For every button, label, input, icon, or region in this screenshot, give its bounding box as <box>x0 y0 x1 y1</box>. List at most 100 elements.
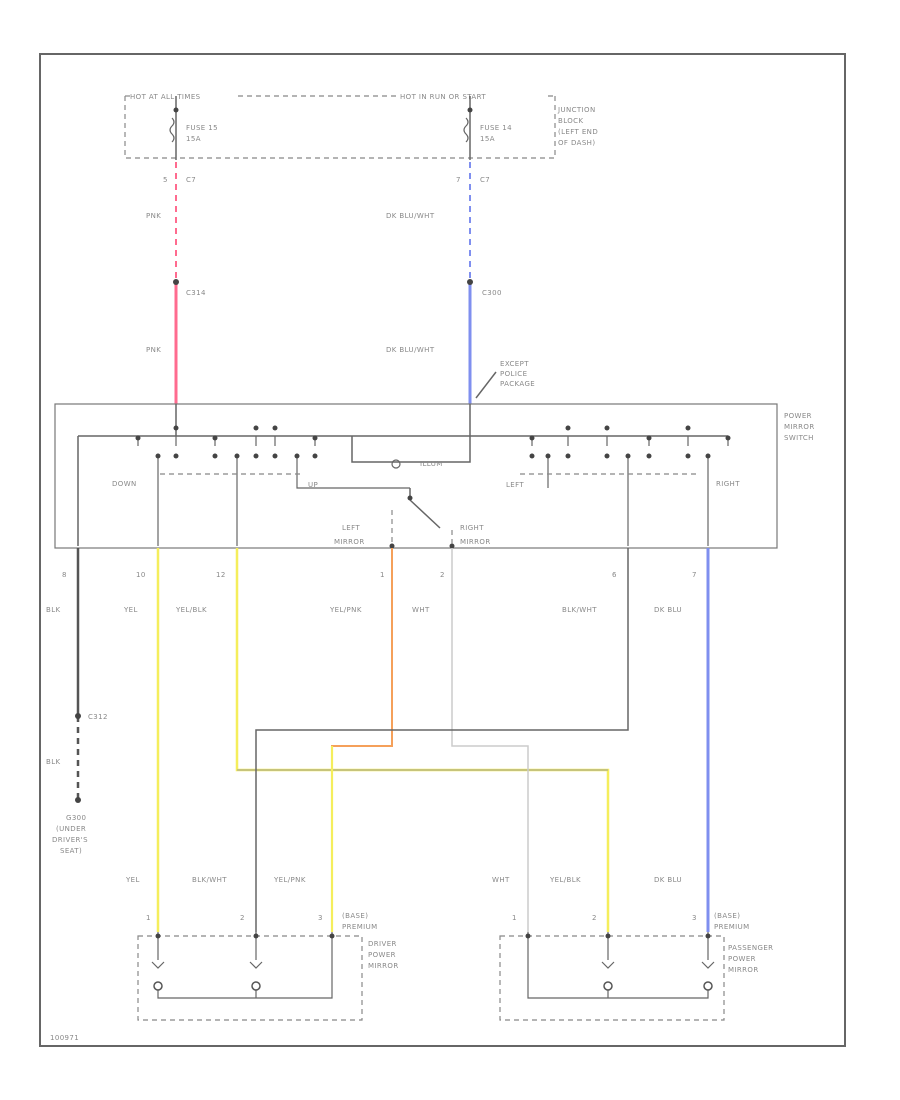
driver-wire-yel: YEL <box>125 876 140 884</box>
pin-10: 10 <box>136 571 146 579</box>
pin-left-number: 5 <box>163 176 168 184</box>
junction-note-4: OF DASH) <box>558 139 595 147</box>
passenger-label-3: MIRROR <box>728 966 759 974</box>
dk-blu-wht-wire: DK BLU/WHT C300 DK BLU/WHT <box>386 162 502 404</box>
pin-2: 2 <box>440 571 445 579</box>
wire-color-yel-blk: YEL/BLK <box>175 606 207 614</box>
pin-7: 7 <box>692 571 697 579</box>
dk-blu-wht-label-upper: DK BLU/WHT <box>386 212 435 220</box>
ground-label-4: SEAT) <box>60 847 82 855</box>
wire-color-dk-blu: DK BLU <box>654 606 682 614</box>
diagram-frame <box>39 53 846 1047</box>
passenger-note-1: (BASE) <box>714 912 740 920</box>
switch-title-1: POWER <box>784 412 812 420</box>
pin-12: 12 <box>216 571 226 579</box>
fuse-15-icon <box>169 117 175 143</box>
passenger-label-1: PASSENGER <box>728 944 773 952</box>
passenger-pin-2: 2 <box>592 914 597 922</box>
wire-color-blk-wht: BLK/WHT <box>562 606 597 614</box>
splice-c312: C312 <box>88 713 108 721</box>
driver-wire-blk-wht: BLK/WHT <box>192 876 227 884</box>
wire-color-yel: YEL <box>123 606 138 614</box>
switch-pins: 8 10 12 1 2 6 7 <box>62 571 697 579</box>
splice-c300: C300 <box>482 289 502 297</box>
right-mirror-label-1: RIGHT <box>460 524 484 532</box>
pin-6: 6 <box>612 571 617 579</box>
lower-wire-labels: YEL BLK/WHT YEL/PNK WHT YEL/BLK DK BLU <box>125 876 682 884</box>
pin-1: 1 <box>380 571 385 579</box>
fuse-15-rating: 15A <box>186 135 201 143</box>
wire-color-yel-pnk: YEL/PNK <box>329 606 362 614</box>
driver-motor-2-icon <box>251 981 261 991</box>
junction-note-1: JUNCTION <box>557 106 596 114</box>
hot-in-run-label: HOT IN RUN OR START <box>400 93 486 101</box>
pin-8: 8 <box>62 571 67 579</box>
fuse-15-label: FUSE 15 <box>186 124 218 132</box>
junction-note-2: BLOCK <box>558 117 583 125</box>
driver-pin-3: 3 <box>318 914 323 922</box>
dk-blu-wht-label-lower: DK BLU/WHT <box>386 346 435 354</box>
driver-motor-1-icon <box>153 981 163 991</box>
ground-label-1: G300 <box>66 814 86 822</box>
passenger-wire-dk-blu: DK BLU <box>654 876 682 884</box>
passenger-pin-1: 1 <box>512 914 517 922</box>
driver-label-3: MIRROR <box>368 962 399 970</box>
except-note-1: EXCEPT <box>500 360 529 368</box>
passenger-power-mirror: 1 2 3 (BASE) PREMIUM PASSENGER POWER MIR… <box>499 912 773 1021</box>
ground-wire-color: BLK <box>46 758 61 766</box>
driver-note-1: (BASE) <box>342 912 368 920</box>
ground-wire: C312 BLK G300 (UNDER DRIVER'S SEAT) <box>46 548 108 855</box>
driver-pin-2: 2 <box>240 914 245 922</box>
switch-title-2: MIRROR <box>784 423 815 431</box>
passenger-label-2: POWER <box>728 955 756 963</box>
hot-at-all-times-label: HOT AT ALL TIMES <box>130 93 201 101</box>
except-note-3: PACKAGE <box>500 380 535 388</box>
wire-color-blk: BLK <box>46 606 61 614</box>
pin-right-number: 7 <box>456 176 461 184</box>
except-note-2: POLICE <box>500 370 527 378</box>
pnk-wire: PNK C314 PNK <box>146 162 206 404</box>
switch-box <box>54 403 778 549</box>
passenger-motor-2-icon <box>703 981 713 991</box>
up-label: UP <box>308 481 318 489</box>
ground-label-2: (UNDER <box>56 825 86 833</box>
footer-code: 100971 <box>50 1034 79 1042</box>
fuse-14-icon <box>463 117 469 143</box>
driver-label-2: POWER <box>368 951 396 959</box>
driver-note-2: PREMIUM <box>342 923 378 931</box>
except-leader <box>475 371 497 399</box>
junction-block: HOT AT ALL TIMES HOT IN RUN OR START JUN… <box>124 93 598 160</box>
switch-title-3: SWITCH <box>784 434 814 442</box>
passenger-pin-3: 3 <box>692 914 697 922</box>
right-mirror-label-2: MIRROR <box>460 538 491 546</box>
passenger-motor-1-icon <box>603 981 613 991</box>
passenger-note-2: PREMIUM <box>714 923 750 931</box>
wht-wire <box>451 548 529 932</box>
passenger-wire-wht: WHT <box>492 876 510 884</box>
fuse-14-label: FUSE 14 <box>480 124 512 132</box>
pin-left-connector: C7 <box>186 176 196 184</box>
left-mirror-label-2: MIRROR <box>334 538 365 546</box>
driver-wire-yel-pnk: YEL/PNK <box>273 876 306 884</box>
left-label: LEFT <box>506 481 524 489</box>
junction-note-3: (LEFT END <box>558 128 598 136</box>
driver-power-mirror: 1 2 3 (BASE) PREMIUM DRIVER POWER MIRROR <box>137 912 399 1021</box>
right-label: RIGHT <box>716 480 740 488</box>
left-mirror-label-1: LEFT <box>342 524 360 532</box>
blk-wht-wire <box>255 548 629 932</box>
splice-c314: C314 <box>186 289 206 297</box>
down-label: DOWN <box>112 480 137 488</box>
pin-right-connector: C7 <box>480 176 490 184</box>
illumination-lamp-icon <box>391 459 401 469</box>
driver-label-1: DRIVER <box>368 940 397 948</box>
switch-wire-colors: BLK YEL YEL/BLK YEL/PNK WHT BLK/WHT DK B… <box>46 606 682 614</box>
passenger-wire-yel-blk: YEL/BLK <box>549 876 581 884</box>
fuse-14-rating: 15A <box>480 135 495 143</box>
ground-label-3: DRIVER'S <box>52 836 88 844</box>
power-mirror-switch: POWER MIRROR SWITCH ILLUM DOWN UP LEFT R… <box>54 403 815 549</box>
pnk-label-upper: PNK <box>146 212 161 220</box>
wire-color-wht: WHT <box>412 606 430 614</box>
illum-label: ILLUM <box>420 460 443 468</box>
pnk-label-lower: PNK <box>146 346 161 354</box>
